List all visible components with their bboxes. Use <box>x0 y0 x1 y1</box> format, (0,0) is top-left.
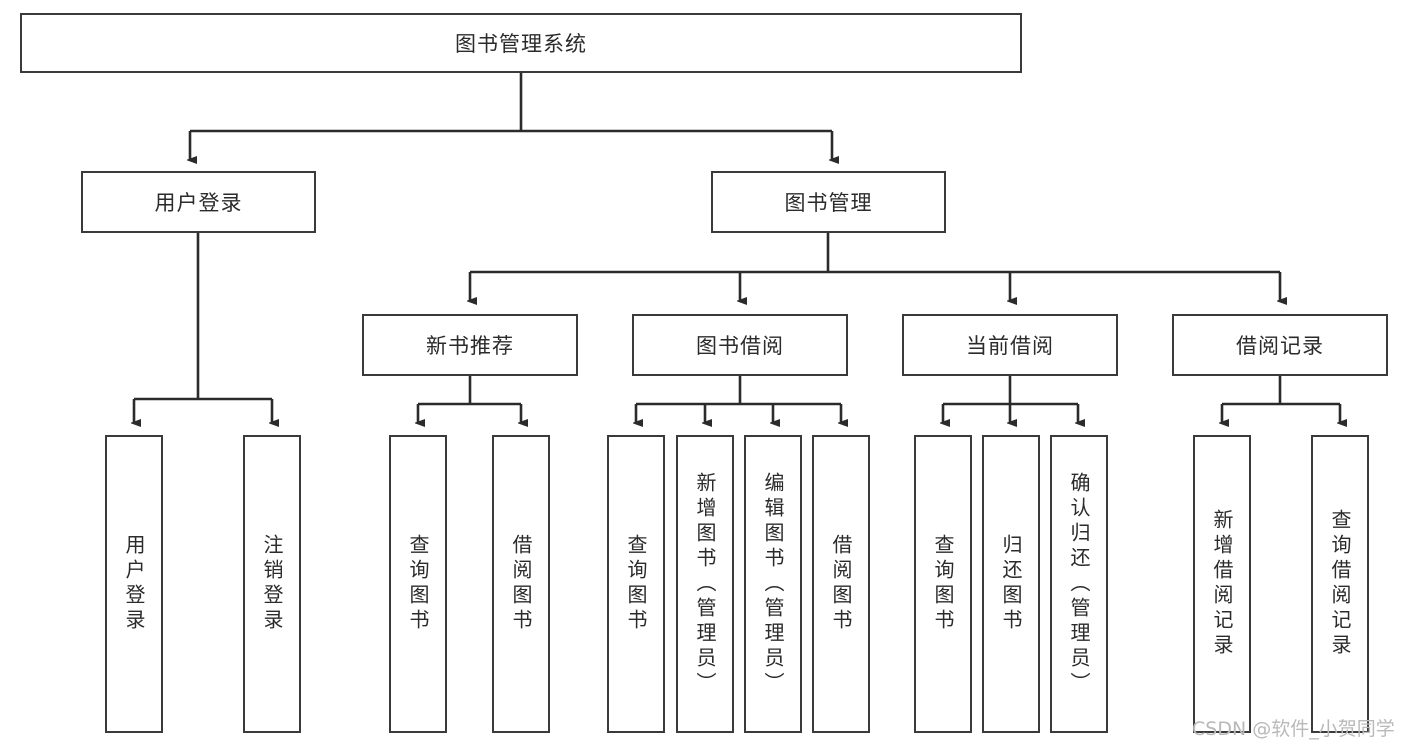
node-label: 查询图书 <box>624 534 648 634</box>
node-borrow-record[interactable]: 借阅记录 <box>1172 314 1388 376</box>
node-label: 用户登录 <box>122 534 146 634</box>
node-label: 查询图书 <box>406 534 430 634</box>
node-label: 新书推荐 <box>426 334 514 358</box>
leaf-book-borrow-query-book[interactable]: 查询图书 <box>607 435 665 733</box>
node-label: 归还图书 <box>999 534 1023 634</box>
leaf-new-book-query-book[interactable]: 查询图书 <box>389 435 447 733</box>
node-label: 查询图书 <box>931 534 955 634</box>
node-book-borrow[interactable]: 图书借阅 <box>632 314 848 376</box>
node-label: 注销登录 <box>260 534 284 634</box>
node-label: 用户登录 <box>154 191 243 215</box>
leaf-current-borrow-confirm-return-admin[interactable]: 确认归还（管理员） <box>1050 435 1108 733</box>
node-user-login[interactable]: 用户登录 <box>81 171 316 233</box>
node-new-book-recommend[interactable]: 新书推荐 <box>362 314 578 376</box>
leaf-user-login-login[interactable]: 用户登录 <box>105 435 163 733</box>
leaf-borrow-record-query-record[interactable]: 查询借阅记录 <box>1311 435 1369 733</box>
node-label: 查询借阅记录 <box>1328 509 1352 659</box>
node-label: 借阅图书 <box>509 534 533 634</box>
leaf-user-login-logout[interactable]: 注销登录 <box>243 435 301 733</box>
node-label: 当前借阅 <box>966 334 1054 358</box>
node-label: 新增借阅记录 <box>1210 509 1234 659</box>
node-label: 借阅记录 <box>1236 334 1324 358</box>
node-root-book-management-system[interactable]: 图书管理系统 <box>20 13 1022 73</box>
node-label: 图书管理 <box>784 191 873 215</box>
node-label: 图书管理系统 <box>455 32 587 56</box>
watermark: CSDN @软件_小贺同学 <box>1192 718 1395 740</box>
leaf-borrow-record-add-record[interactable]: 新增借阅记录 <box>1193 435 1251 733</box>
leaf-new-book-borrow-book[interactable]: 借阅图书 <box>492 435 550 733</box>
node-label: 新增图书（管理员） <box>693 471 717 697</box>
leaf-book-borrow-add-book-admin[interactable]: 新增图书（管理员） <box>676 435 734 733</box>
node-label: 图书借阅 <box>696 334 784 358</box>
node-label: 确认归还（管理员） <box>1067 471 1091 697</box>
node-book-management[interactable]: 图书管理 <box>711 171 946 233</box>
leaf-book-borrow-edit-book-admin[interactable]: 编辑图书（管理员） <box>744 435 802 733</box>
node-label: 编辑图书（管理员） <box>761 471 785 697</box>
node-label: 借阅图书 <box>829 534 853 634</box>
leaf-book-borrow-borrow-book[interactable]: 借阅图书 <box>812 435 870 733</box>
leaf-current-borrow-return-book[interactable]: 归还图书 <box>982 435 1040 733</box>
node-current-borrow[interactable]: 当前借阅 <box>902 314 1118 376</box>
leaf-current-borrow-query-book[interactable]: 查询图书 <box>914 435 972 733</box>
